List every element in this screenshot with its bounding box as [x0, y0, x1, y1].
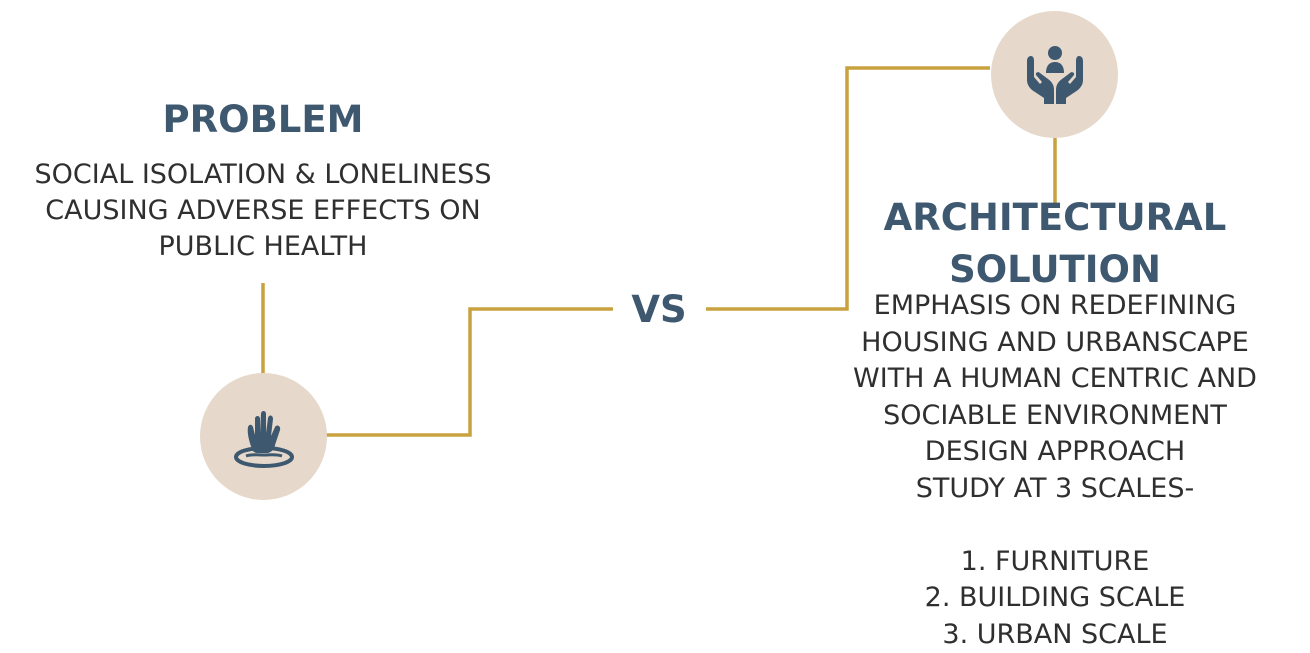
- scale-list-item-3: 3. URBAN SCALE: [820, 617, 1290, 653]
- problem-line-1: SOCIAL ISOLATION & LONELINESS: [10, 157, 516, 193]
- problem-title: PROBLEM: [113, 98, 413, 142]
- solution-line-6: STUDY AT 3 SCALES-: [820, 471, 1290, 508]
- solution-line-2: HOUSING AND URBANSCAPE: [820, 325, 1290, 362]
- solution-line-3: WITH A HUMAN CENTRIC AND: [820, 361, 1290, 398]
- solution-title-line-1: ARCHITECTURAL: [855, 192, 1255, 244]
- drowning-hand-icon: [232, 405, 296, 469]
- solution-spacer: [820, 507, 1290, 544]
- solution-icon-circle: [991, 11, 1118, 138]
- solution-description: EMPHASIS ON REDEFINING HOUSING AND URBAN…: [820, 288, 1290, 653]
- problem-line-3: PUBLIC HEALTH: [10, 229, 516, 265]
- scale-list-item-2: 2. BUILDING SCALE: [820, 580, 1290, 617]
- solution-title: ARCHITECTURAL SOLUTION: [855, 192, 1255, 296]
- problem-to-vs-line: [326, 309, 613, 435]
- scale-list-item-1: 1. FURNITURE: [820, 544, 1290, 581]
- problem-line-2: CAUSING ADVERSE EFFECTS ON: [10, 193, 516, 229]
- solution-line-5: DESIGN APPROACH: [820, 434, 1290, 471]
- problem-icon-circle: [200, 373, 327, 500]
- solution-line-4: SOCIABLE ENVIRONMENT: [820, 398, 1290, 435]
- problem-description: SOCIAL ISOLATION & LONELINESS CAUSING AD…: [10, 157, 516, 265]
- vs-label: VS: [614, 286, 704, 334]
- hands-holding-person-icon: [1022, 42, 1088, 108]
- solution-line-1: EMPHASIS ON REDEFINING: [820, 288, 1290, 325]
